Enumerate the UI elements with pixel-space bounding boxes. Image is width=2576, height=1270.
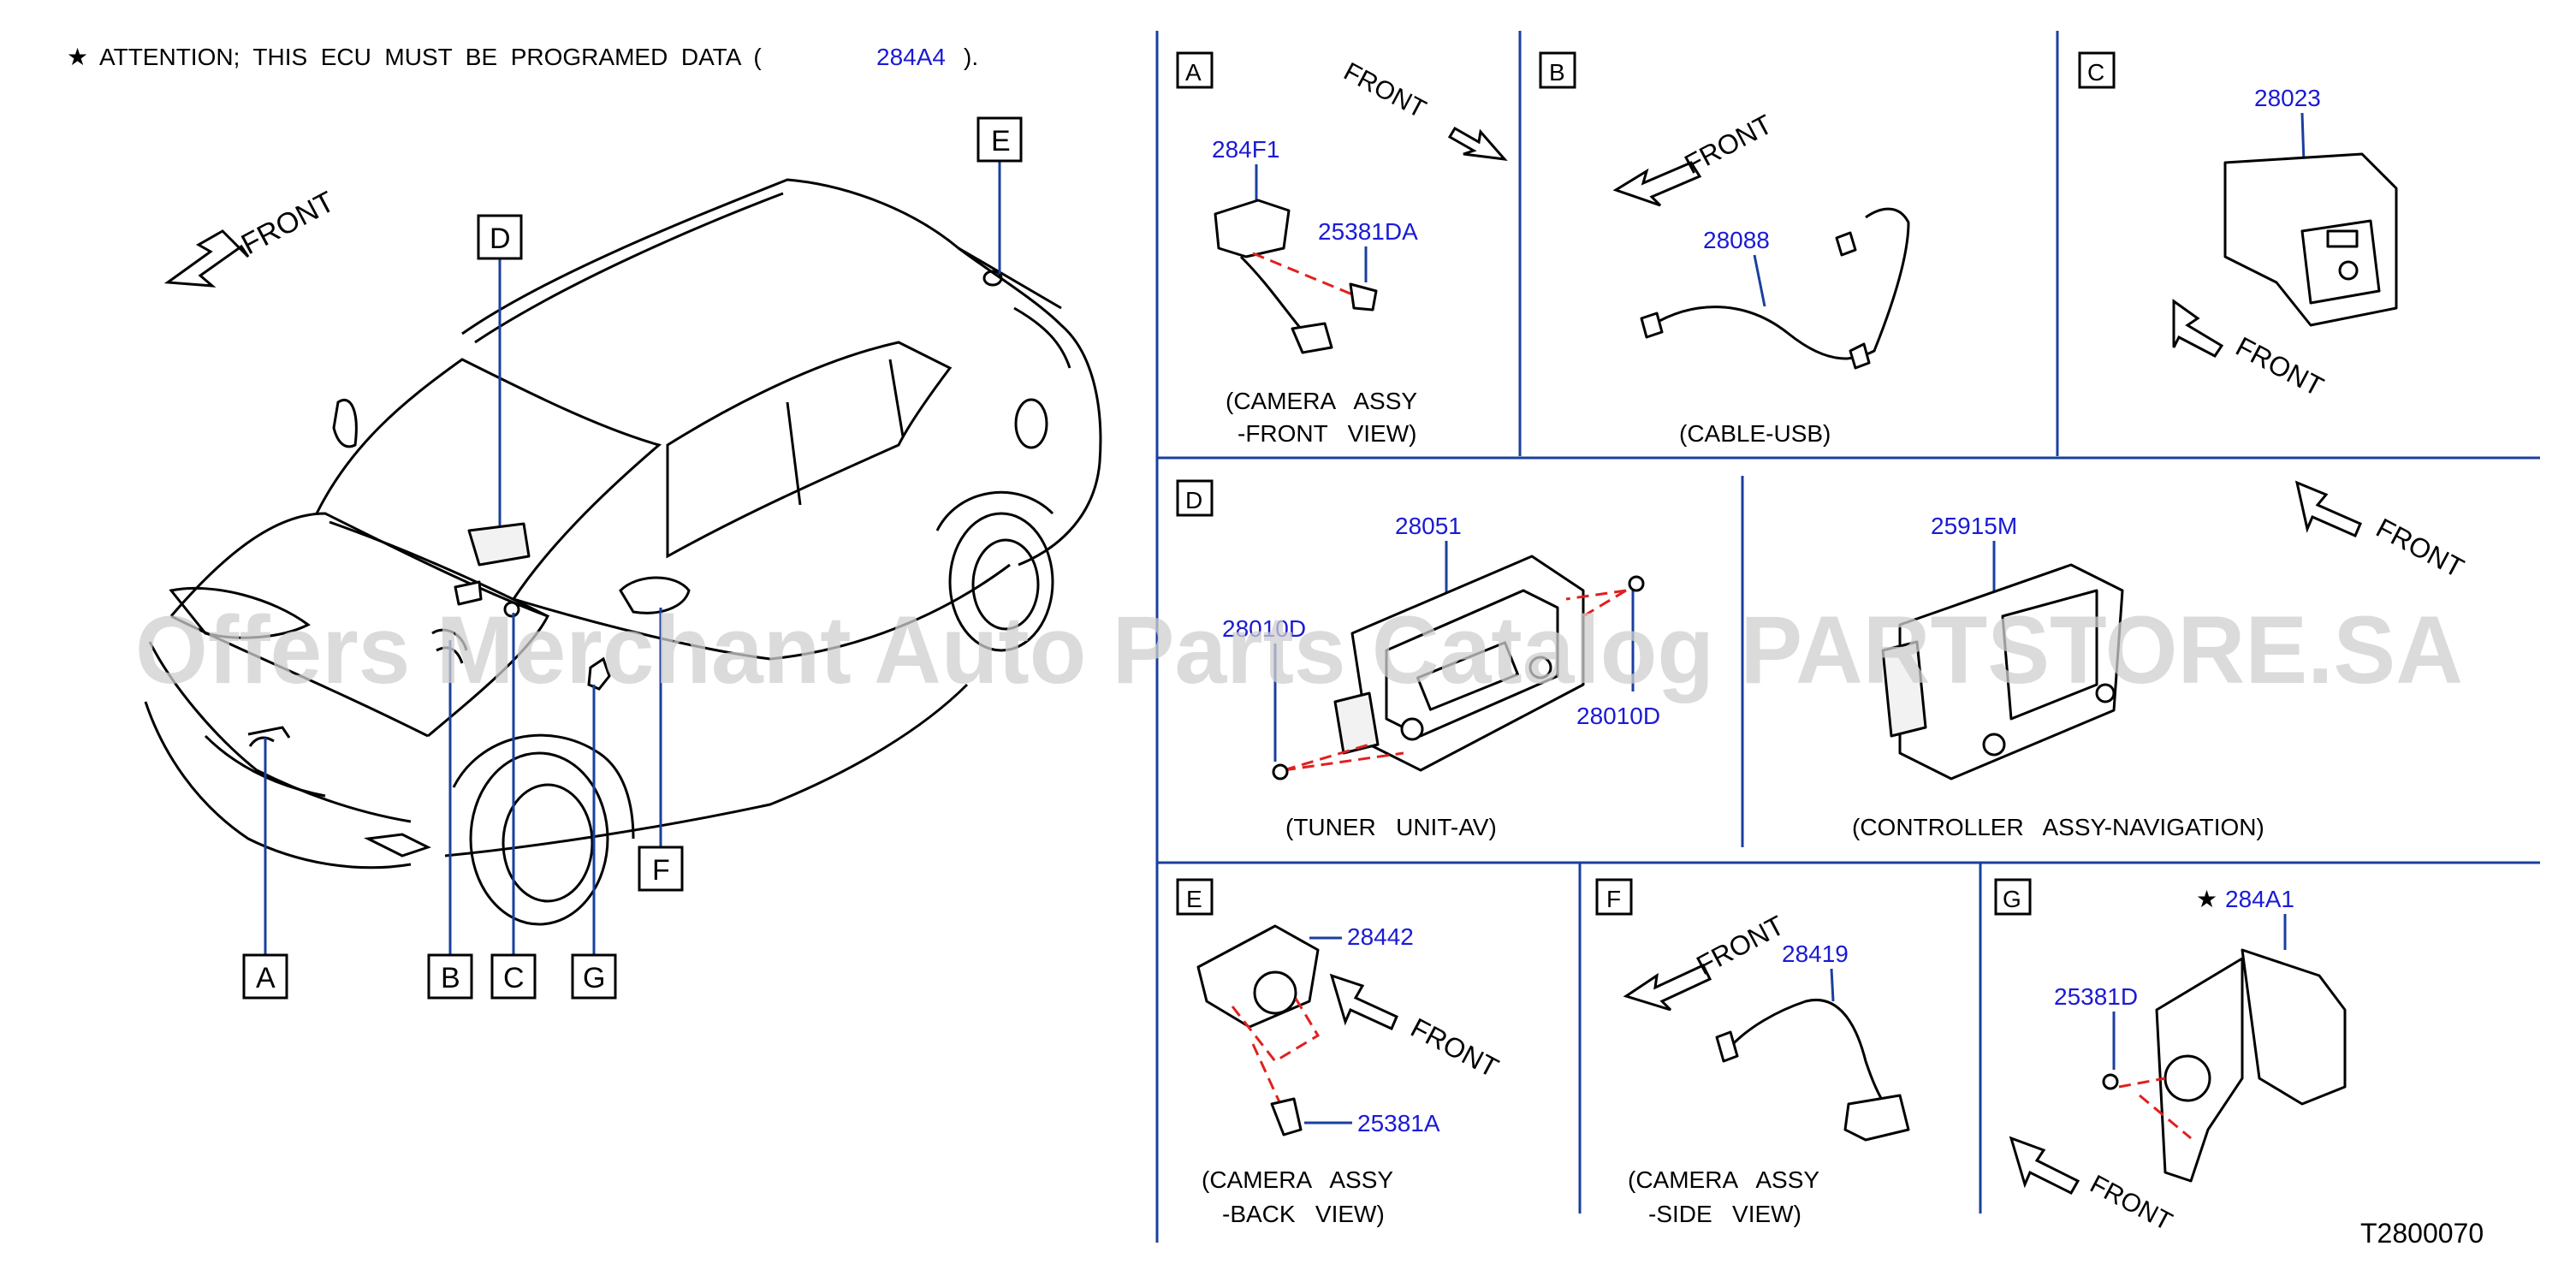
panel-e: E 28442 25381A FRONT (CAMERA ASSY -BACK … xyxy=(1176,878,1504,1227)
part-25381DA[interactable]: 25381DA xyxy=(1318,218,1418,245)
watermark: Offers Merchant Auto Parts Catalog PARTS… xyxy=(135,596,2463,703)
main-front-label: FRONT xyxy=(236,186,340,262)
main-callouts: A B C D E F G xyxy=(242,116,1023,1000)
panel-c: C 28023 FRONT xyxy=(2078,51,2398,402)
panel-a-letter: A xyxy=(1185,59,1202,86)
part-25381D[interactable]: 25381D xyxy=(2054,983,2138,1010)
callout-box-f xyxy=(638,846,684,892)
panel-f-front: FRONT xyxy=(1691,910,1789,982)
panel-g-front: FRONT xyxy=(2086,1170,2177,1237)
back-camera-lens xyxy=(1253,970,1297,1015)
ecu-284A1 xyxy=(2241,948,2347,1106)
part-28051[interactable]: 28051 xyxy=(1395,513,1462,539)
panel-b-caption: (CABLE-USB) xyxy=(1679,420,1831,447)
panel-c-letter: C xyxy=(2087,59,2104,86)
panel-g-star: ★ xyxy=(2196,886,2217,912)
panel-grid xyxy=(1155,31,2540,1243)
main-front-indicator: FRONT xyxy=(163,186,340,288)
callout-box-c xyxy=(490,953,537,1000)
part-25915M[interactable]: 25915M xyxy=(1931,513,2017,539)
attention-part-number[interactable]: 284A4 xyxy=(876,44,946,70)
part-28010D-left[interactable]: 28010D xyxy=(1222,615,1306,642)
callout-c[interactable]: C xyxy=(503,962,525,994)
panel-f-caption-1: (CAMERA ASSY xyxy=(1628,1166,1819,1193)
screw-25381D xyxy=(2102,1073,2119,1090)
panel-f: F FRONT 28419 (CAMERA ASSY -SIDE VIEW) xyxy=(1595,878,1910,1227)
callout-box-b xyxy=(427,953,473,1000)
panel-a: A FRONT 284F1 25381DA (CAMERA ASSY -FRON… xyxy=(1176,51,1508,447)
panel-e-letter: E xyxy=(1186,886,1202,912)
usb-port-slot xyxy=(2326,229,2359,248)
tuner-unit-in-vehicle xyxy=(467,522,531,567)
part-284A1[interactable]: 284A1 xyxy=(2225,886,2294,912)
back-camera xyxy=(1196,924,1320,1029)
vehicle-outline xyxy=(144,178,1102,926)
screw-25381A xyxy=(1270,1097,1303,1136)
part-28010D-right[interactable]: 28010D xyxy=(1576,703,1660,729)
panel-c-front: FRONT xyxy=(2231,330,2329,402)
part-28442[interactable]: 28442 xyxy=(1347,923,1414,950)
attention-star: ★ xyxy=(67,44,88,70)
panel-e-caption-1: (CAMERA ASSY xyxy=(1202,1166,1393,1193)
panel-b: B FRONT 28088 (CABLE-USB) xyxy=(1539,51,1910,447)
panel-f-caption-2: -SIDE VIEW) xyxy=(1648,1201,1801,1227)
callout-box-g xyxy=(571,953,617,1000)
attention-close: ). xyxy=(964,44,978,70)
panel-b-letter: B xyxy=(1549,59,1565,86)
part-25381A[interactable]: 25381A xyxy=(1357,1110,1440,1136)
panel-e-front: FRONT xyxy=(1406,1012,1504,1083)
part-28023[interactable]: 28023 xyxy=(2254,85,2321,111)
callout-box-a xyxy=(242,953,288,1000)
panel-d-letter: D xyxy=(1185,487,1202,513)
panel-d2-caption: (CONTROLLER ASSY-NAVIGATION) xyxy=(1852,814,2264,840)
panel-g-letter: G xyxy=(2003,886,2021,912)
callout-g[interactable]: G xyxy=(583,962,605,994)
callout-box-d xyxy=(477,214,523,260)
attention-text: ATTENTION; THIS ECU MUST BE PROGRAMED DA… xyxy=(99,44,762,70)
front-camera-bracket xyxy=(1214,199,1291,258)
screw-28010D-left xyxy=(1272,763,1289,780)
tuner-display xyxy=(1416,641,1519,711)
callout-box-e xyxy=(976,116,1023,163)
front-camera-connector xyxy=(1291,322,1333,354)
panel-a-caption-2: -FRONT VIEW) xyxy=(1238,420,1416,447)
tuner-knob-left xyxy=(1400,717,1424,741)
callout-e[interactable]: E xyxy=(991,125,1011,157)
part-28419[interactable]: 28419 xyxy=(1782,941,1849,967)
attention-note: ★ ATTENTION; THIS ECU MUST BE PROGRAMED … xyxy=(67,44,978,70)
panel-d2-front: FRONT xyxy=(2371,512,2469,584)
panel-g: G ★ 284A1 25381D FRONT xyxy=(1994,878,2347,1237)
panel-a-caption-1: (CAMERA ASSY xyxy=(1226,388,1417,414)
panel-a-front: FRONT xyxy=(1339,57,1431,124)
screw-25381DA xyxy=(1349,282,1378,312)
vehicle-components xyxy=(247,522,611,747)
navigation-screen xyxy=(2001,589,2098,721)
panel-e-caption-2: -BACK VIEW) xyxy=(1222,1201,1385,1227)
side-camera xyxy=(1843,1094,1910,1142)
panel-d2: 25915M (CONTROLLER ASSY-NAVIGATION) FRON… xyxy=(1852,480,2469,840)
panel-f-letter: F xyxy=(1606,886,1621,912)
tuner-knob-right xyxy=(1528,656,1552,680)
aux-port xyxy=(2338,260,2359,281)
screw-28010D-right xyxy=(1628,575,1645,592)
callout-b[interactable]: B xyxy=(441,962,460,994)
usb-cable-end-1 xyxy=(1640,312,1664,339)
panel-d: D 28051 28010D 28010D (TUNER UNIT-AV) xyxy=(1176,479,1660,840)
part-28088[interactable]: 28088 xyxy=(1703,227,1770,253)
panel-b-front: FRONT xyxy=(1679,109,1777,181)
callout-d[interactable]: D xyxy=(490,223,511,255)
panel-d-caption: (TUNER UNIT-AV) xyxy=(1285,814,1497,840)
callout-f[interactable]: F xyxy=(652,854,670,887)
diagram-code: T2800070 xyxy=(2360,1218,2484,1249)
part-284F1[interactable]: 284F1 xyxy=(1212,136,1279,163)
usb-cable-end-3 xyxy=(1849,342,1871,370)
usb-cable-end-2 xyxy=(1835,231,1857,257)
callout-a[interactable]: A xyxy=(256,962,276,994)
